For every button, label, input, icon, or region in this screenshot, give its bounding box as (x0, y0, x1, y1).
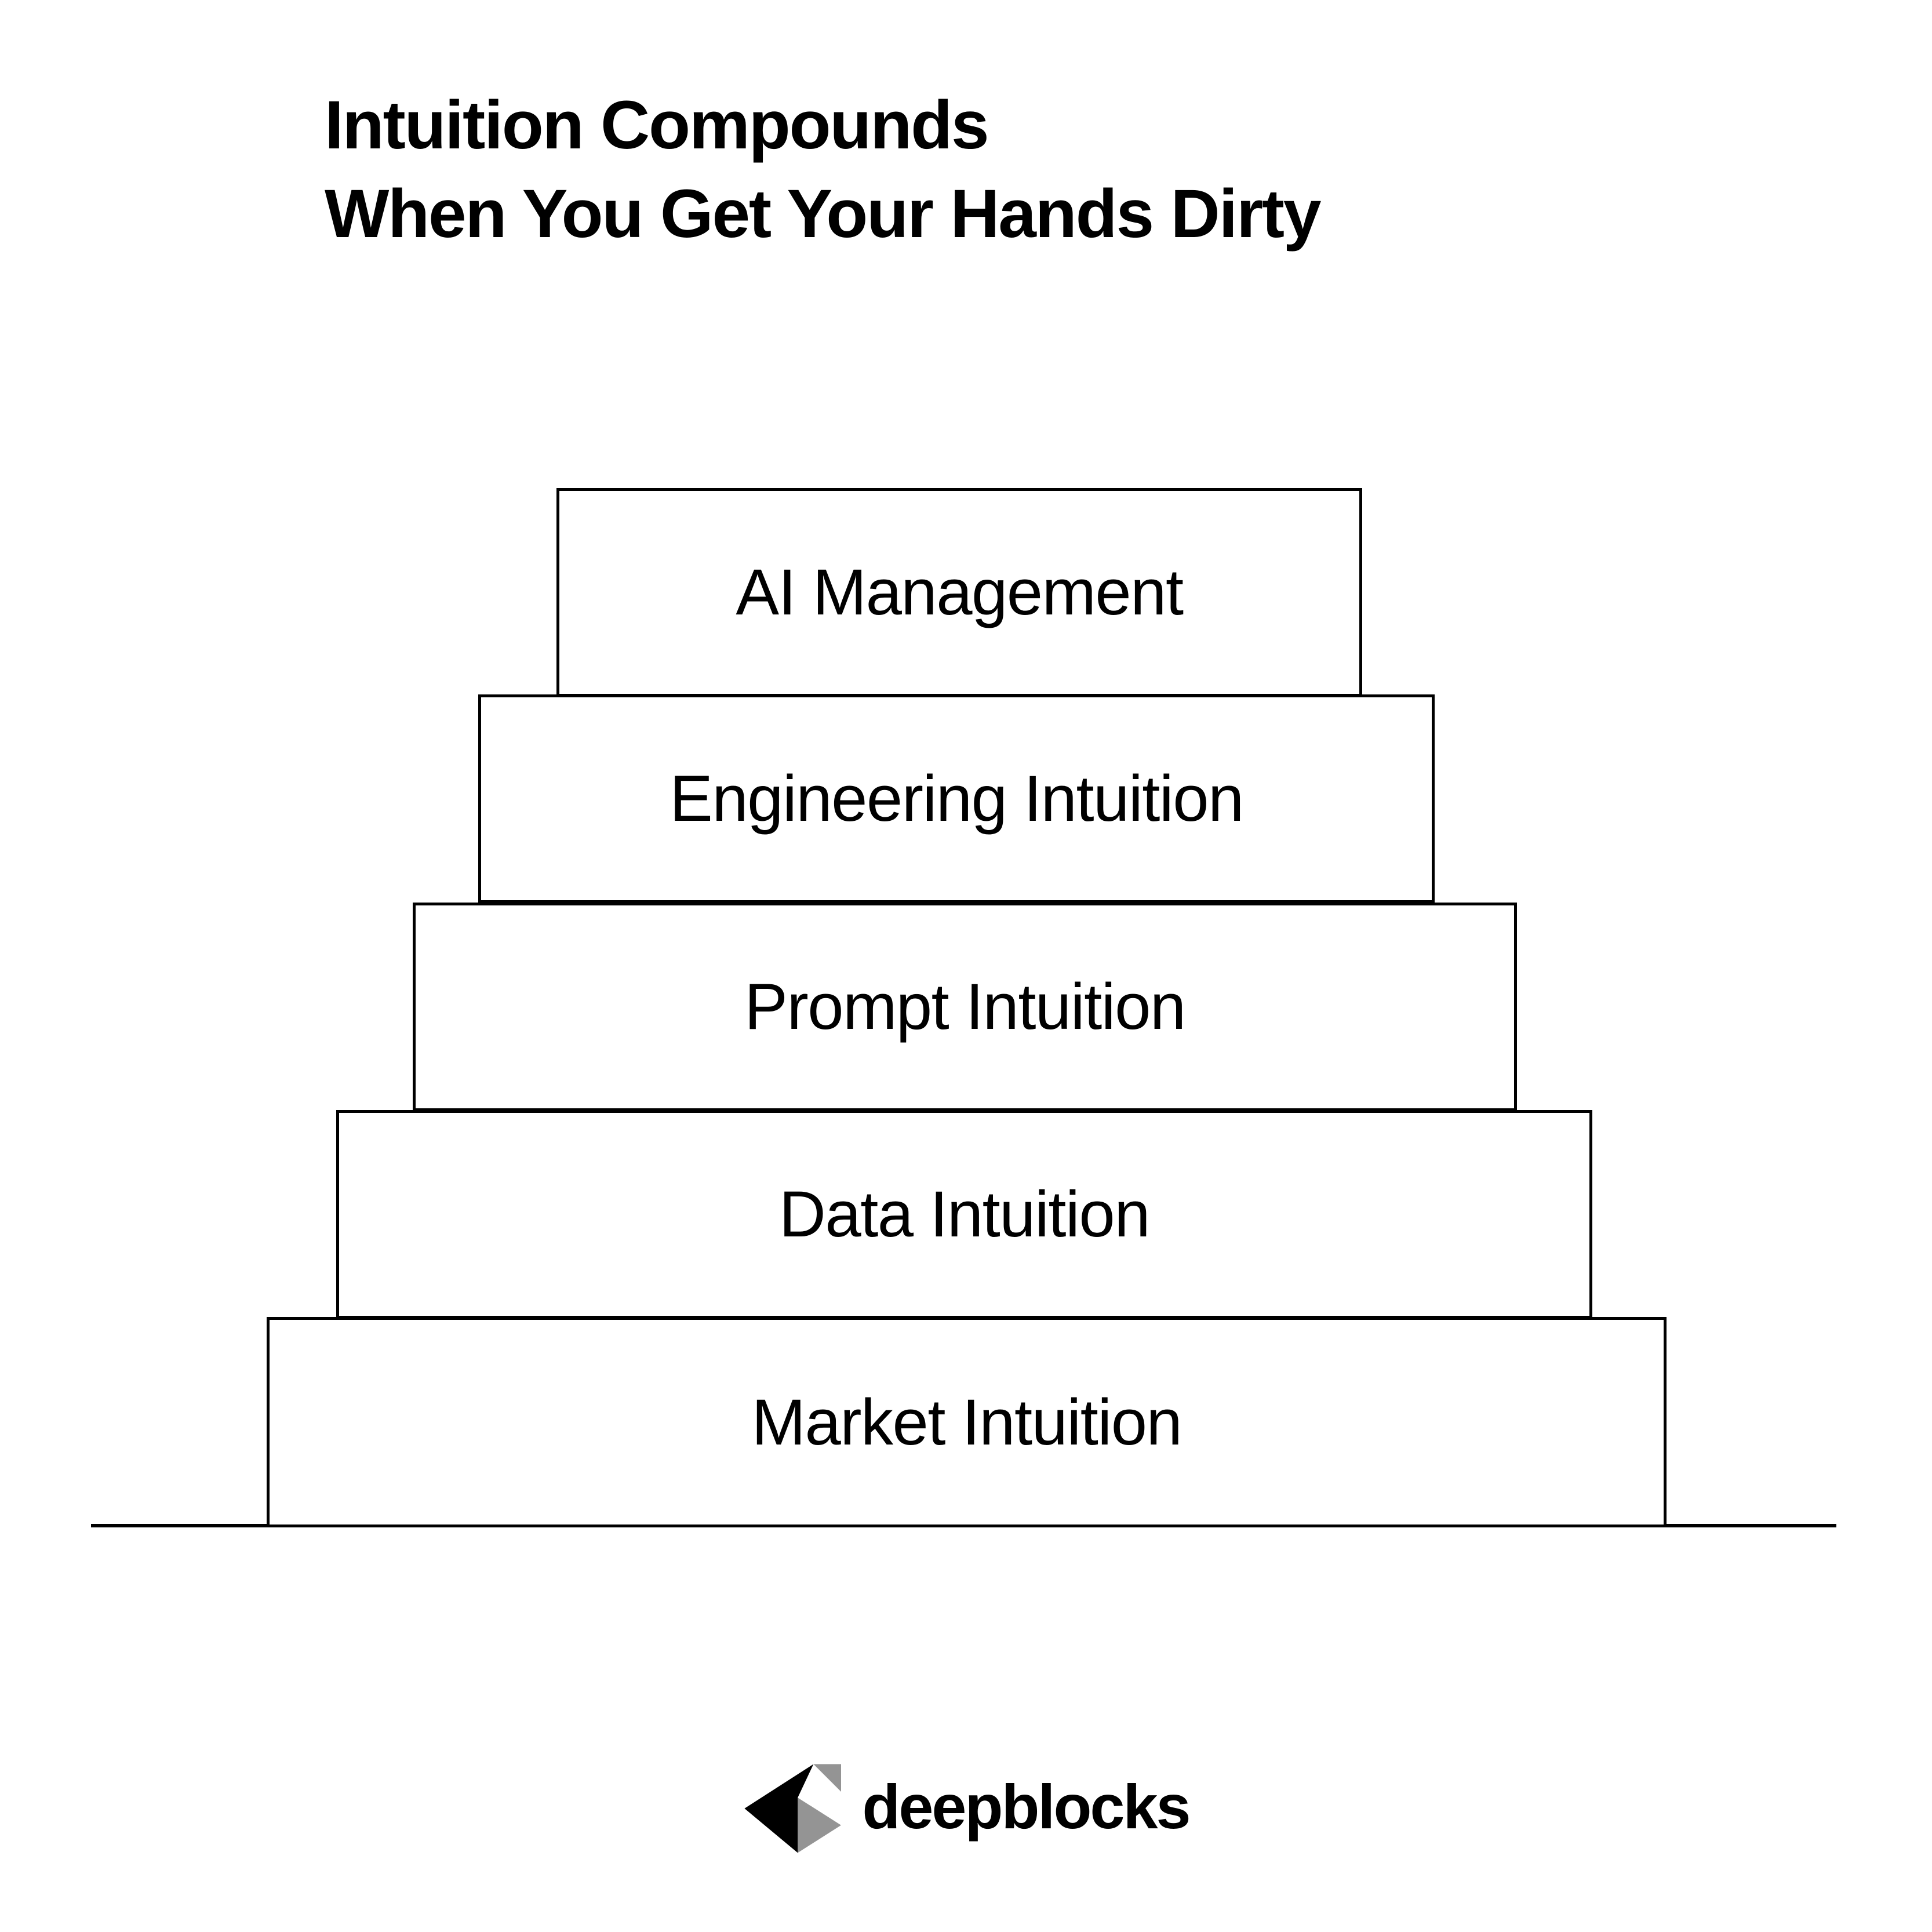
pyramid-tier-market-intuition: Market Intuition (267, 1317, 1667, 1527)
pyramid-tier-label: Engineering Intuition (670, 762, 1244, 835)
page-title-line-2: When You Get Your Hands Dirty (325, 176, 1322, 253)
pyramid-tier-label: Data Intuition (779, 1178, 1150, 1250)
pyramid-tier-label: Prompt Intuition (744, 970, 1186, 1043)
pyramid-tier-engineering-intuition: Engineering Intuition (478, 694, 1435, 903)
pyramid-tier-label: Market Intuition (751, 1385, 1183, 1458)
page-title-line-1: Intuition Compounds (325, 87, 989, 163)
page-title: Intuition Compounds When You Get Your Ha… (325, 81, 1658, 259)
deepblocks-chevron-logo-icon (744, 1764, 842, 1853)
pyramid-tier-data-intuition: Data Intuition (336, 1110, 1592, 1319)
pyramid-tier-ai-management: AI Management (556, 488, 1362, 697)
pyramid-tier-prompt-intuition: Prompt Intuition (413, 903, 1517, 1111)
brand-footer: deepblocks (0, 1762, 1932, 1861)
pyramid-tier-label: AI Management (736, 556, 1184, 628)
deepblocks-wordmark: deepblocks (862, 1771, 1191, 1842)
